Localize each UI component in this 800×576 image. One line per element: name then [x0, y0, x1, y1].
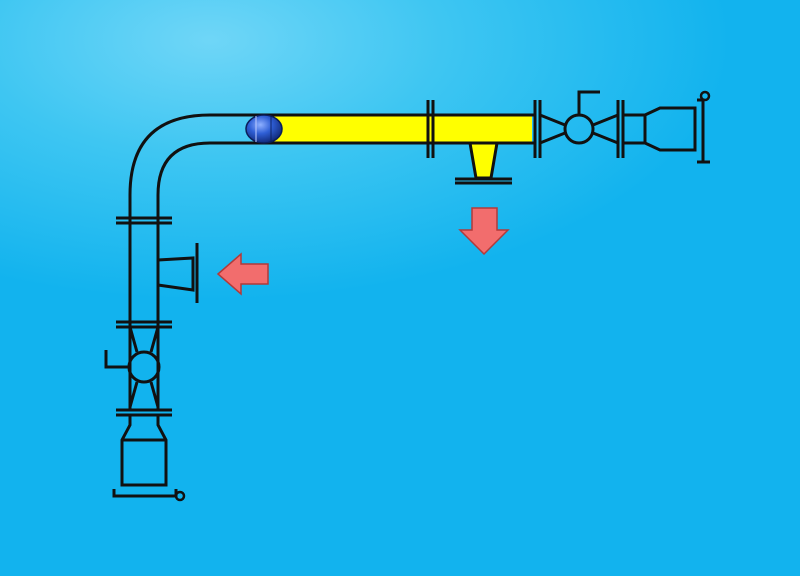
right-valve-handle — [577, 90, 600, 115]
pipeline-pig — [245, 114, 283, 144]
flow-fill-horizontal — [270, 115, 532, 143]
right-valve-body — [539, 113, 619, 145]
flow-fill-bottom-tee — [470, 143, 497, 178]
left-valve-handle — [104, 350, 129, 369]
right-receiver-barrel — [644, 106, 697, 152]
left-valve-ball — [127, 350, 161, 384]
left-side-branch-tee — [157, 256, 195, 292]
elbow-outer-wall — [128, 113, 270, 410]
right-receiver-door — [697, 98, 710, 164]
right-door-hinge-icon — [699, 90, 711, 102]
right-valve-ball — [563, 113, 595, 145]
elbow-inner-wall — [156, 141, 270, 410]
right-receiver-barrel-neck — [621, 113, 647, 145]
left-launcher-barrel — [120, 415, 168, 487]
arrow-down-icon — [458, 207, 510, 256]
arrow-left-icon — [216, 252, 269, 296]
left-door-hinge-icon — [174, 490, 186, 502]
left-launcher-door — [112, 489, 178, 498]
left-valve-body — [128, 322, 160, 408]
